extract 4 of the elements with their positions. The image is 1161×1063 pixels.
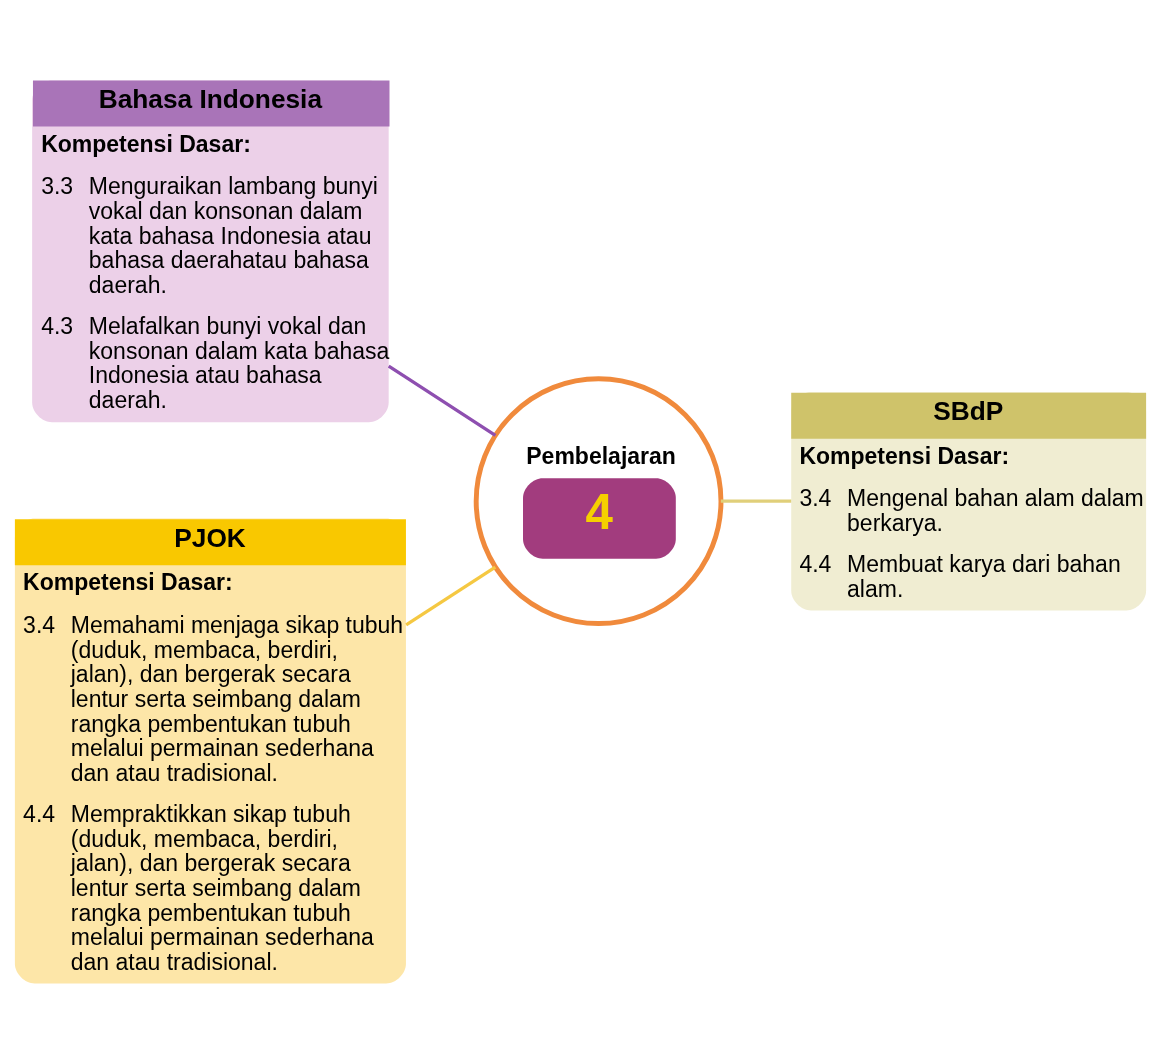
node-circle: Pembelajaran 4 — [473, 375, 724, 626]
connector — [720, 499, 792, 503]
connector — [405, 565, 497, 626]
connector — [387, 364, 497, 437]
